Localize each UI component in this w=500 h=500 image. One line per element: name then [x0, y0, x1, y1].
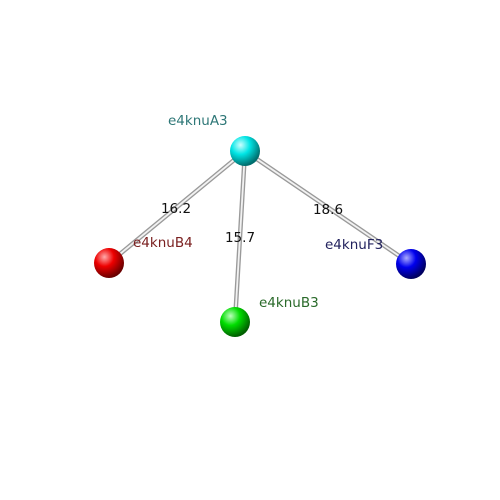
node-e4knuB3-sphere[interactable] — [220, 307, 250, 337]
edge-label-hub-b3: 15.7 — [225, 230, 255, 246]
edge-label-hub-b4: 16.2 — [161, 201, 191, 217]
edge-hub-f3 — [242, 148, 414, 267]
node-label-e4knuB4: e4knuB4 — [133, 235, 193, 251]
node-e4knuF3-sphere[interactable] — [396, 249, 426, 279]
node-e4knuA3-sphere[interactable] — [230, 136, 260, 166]
node-e4knuB4-sphere[interactable] — [94, 248, 124, 278]
node-label-e4knuA3: e4knuA3 — [168, 113, 228, 129]
edge-label-hub-f3: 18.6 — [313, 202, 343, 218]
node-label-e4knuF3: e4knuF3 — [325, 237, 383, 253]
node-label-e4knuB3: e4knuB3 — [259, 295, 319, 311]
edge-hub-b3 — [232, 148, 248, 325]
edge-hub-b4 — [106, 148, 248, 266]
